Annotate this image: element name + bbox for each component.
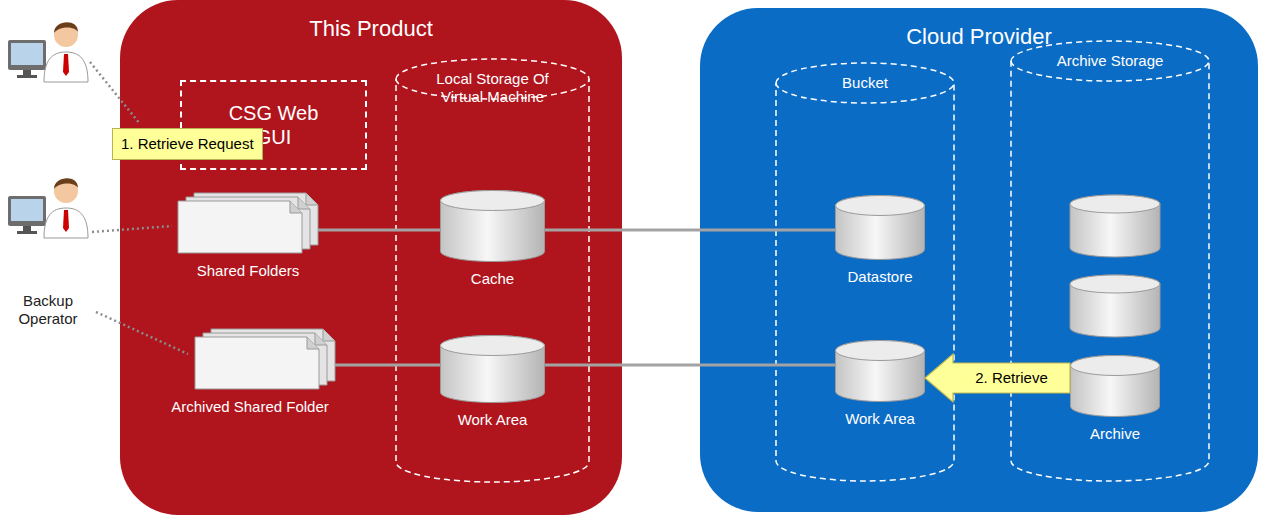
dashed-cylinder bbox=[396, 59, 589, 482]
user-icon bbox=[8, 22, 88, 82]
archive-group: Archive StorageArchive bbox=[1010, 40, 1210, 482]
dashed-cylinder bbox=[776, 63, 954, 481]
folder-icon bbox=[165, 328, 335, 433]
product-region: This ProductCSG Web GUILocal Storage Of … bbox=[120, 0, 622, 515]
cylinder-body bbox=[836, 341, 925, 402]
storage-group: Local Storage Of Virtual MachineCacheWor… bbox=[395, 58, 590, 483]
page-fold bbox=[307, 337, 319, 349]
node-label: Cache bbox=[471, 270, 514, 288]
cylinder-top bbox=[441, 191, 545, 211]
node-label: Shared Folders bbox=[197, 262, 300, 280]
storage-cylinder: Work Area bbox=[440, 335, 545, 435]
cylinder-top bbox=[1071, 356, 1160, 376]
edge-label: 2. Retrieve bbox=[975, 369, 1048, 387]
cylinder-body bbox=[1071, 356, 1160, 417]
page-fold bbox=[306, 193, 318, 205]
callout-label: 1. Retrieve Request bbox=[112, 128, 263, 160]
node-label: Cloud Provider bbox=[700, 24, 1258, 50]
node-label: Archive Storage bbox=[1057, 52, 1164, 70]
cylinder-top bbox=[836, 196, 925, 216]
node-label: Archive bbox=[1090, 425, 1140, 443]
storage-cylinder: Datastore bbox=[835, 195, 925, 290]
folder-icon bbox=[178, 192, 318, 297]
user-icon bbox=[8, 178, 88, 238]
node-label: This Product bbox=[120, 16, 622, 42]
cylinder-body bbox=[441, 191, 545, 262]
cloud-region: Cloud ProviderBucketDatastoreWork AreaAr… bbox=[700, 8, 1258, 512]
page-fold bbox=[298, 197, 310, 209]
storage-cylinder: Work Area bbox=[835, 340, 925, 435]
storage-cylinder: Archive bbox=[1070, 355, 1160, 445]
page-sheet bbox=[178, 201, 302, 253]
cylinder-body bbox=[836, 196, 925, 260]
node-label: Archived Shared Folder bbox=[171, 398, 329, 416]
dashed-cylinder bbox=[1011, 41, 1209, 481]
node-label: Work Area bbox=[845, 410, 915, 428]
cylinder-top bbox=[441, 336, 545, 356]
bucket-group: BucketDatastoreWork Area bbox=[775, 62, 955, 482]
node-label: Datastore bbox=[847, 268, 912, 286]
cylinder-top bbox=[836, 341, 925, 361]
page-fold bbox=[290, 201, 302, 213]
node-label: Bucket bbox=[842, 74, 888, 92]
shared-folder-icon: Shared Folders bbox=[178, 192, 318, 297]
shared-folder-icon: Archived Shared Folder bbox=[165, 328, 335, 433]
node-label: Work Area bbox=[458, 411, 528, 429]
cylinder-body bbox=[441, 336, 545, 403]
storage-cylinder: Cache bbox=[440, 190, 545, 290]
page-fold bbox=[315, 333, 327, 345]
node-label: Local Storage Of Virtual Machine bbox=[418, 70, 568, 106]
page-sheet bbox=[195, 337, 319, 389]
page-fold bbox=[323, 329, 335, 341]
role-label: Backup Operator bbox=[4, 292, 92, 328]
